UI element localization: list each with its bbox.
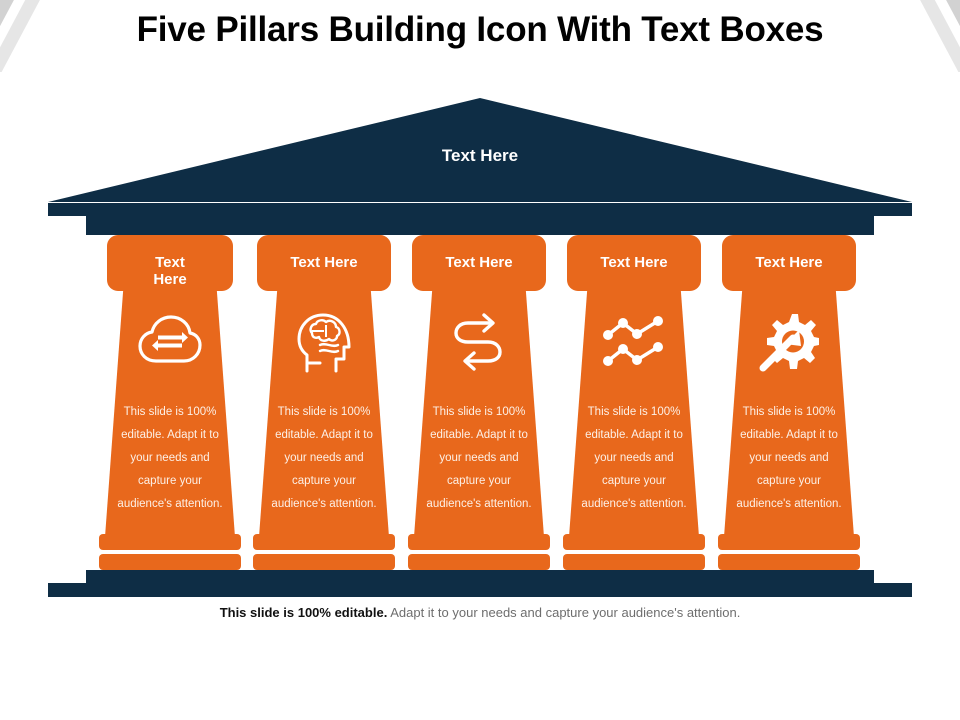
pillar-1[interactable]: Text Here This slide is 100% editable. A… [95,235,245,570]
pillar-4-body-text: This slide is 100% editable. Adapt it to… [581,406,687,510]
floor-lower-slab [48,583,912,597]
footer-caption: This slide is 100% editable. Adapt it to… [0,605,960,620]
pillar-4-capital[interactable]: Text Here [567,235,701,291]
pillar-4-base-lower [563,554,705,570]
pillar-5-base-upper [718,534,860,550]
pillar-2-capital-label: Text Here [290,254,358,272]
pillar-3-body-text: This slide is 100% editable. Adapt it to… [426,406,532,510]
pillar-2-capital[interactable]: Text Here [257,235,391,291]
pillar-4[interactable]: Text Here This slide is 100% editable. A… [559,235,709,570]
head-brain-icon [297,313,351,373]
pillar-1-icon [95,303,245,381]
column-shaft-icon [105,279,235,537]
footer-caption-lead: This slide is 100% editable. [219,605,388,620]
pediment-triangle-icon [48,98,912,202]
footer-caption-rest: Adapt it to your needs and capture your … [387,605,741,620]
pillar-2-icon [249,303,399,381]
pillar-1-base-lower [99,554,241,570]
pillar-5-shaft [714,279,864,537]
pillar-5-base-lower [718,554,860,570]
gear-arrow-icon [759,314,819,372]
page-title: Five Pillars Building Icon With Text Box… [136,10,824,49]
pillar-4-icon [559,303,709,381]
pillar-1-capital[interactable]: Text Here [107,235,233,291]
pillar-2-shaft [249,279,399,537]
pillar-1-capital-label: Text Here [153,253,187,288]
pillar-4-base-upper [563,534,705,550]
pillar-5-icon [714,303,864,381]
line-graph-icon [603,316,663,366]
pillar-3-capital[interactable]: Text Here [412,235,546,291]
pillar-2[interactable]: Text Here This slide is 100% editable. A… [249,235,399,570]
pillar-3-shaft [404,279,554,537]
column-shaft-icon [569,279,699,537]
cloud-sync-icon [138,315,202,363]
pillar-2-body-text: This slide is 100% editable. Adapt it to… [271,406,377,510]
column-shaft-icon [414,279,544,537]
pillar-5[interactable]: Text Here This slide is 100% editable. A… [714,235,864,570]
floor-upper-slab [86,570,874,583]
entablature-upper-slab [48,203,912,216]
pillar-5-capital[interactable]: Text Here [722,235,856,291]
pillar-1-base-upper [99,534,241,550]
s-curve-arrows-icon [454,313,502,371]
pillar-5-body-text: This slide is 100% editable. Adapt it to… [736,406,842,510]
pediment-roof: Text Here [48,98,912,202]
column-shaft-icon [724,279,854,537]
pillar-3[interactable]: Text Here This slide is 100% editable. A… [404,235,554,570]
pillar-2-base-lower [253,554,395,570]
pillar-1-body-text: This slide is 100% editable. Adapt it to… [117,406,223,510]
entablature-lower-slab [86,216,874,235]
pillar-1-shaft [95,279,245,537]
pillar-4-shaft [559,279,709,537]
pillar-2-base-upper [253,534,395,550]
pillar-3-base-upper [408,534,550,550]
column-shaft-icon [259,279,389,537]
pediment-label: Text Here [441,146,519,165]
pillar-4-capital-label: Text Here [600,254,668,272]
pillar-3-icon [404,303,554,381]
pillar-5-capital-label: Text Here [755,254,823,272]
pillar-3-base-lower [408,554,550,570]
pillar-3-capital-label: Text Here [445,254,513,272]
